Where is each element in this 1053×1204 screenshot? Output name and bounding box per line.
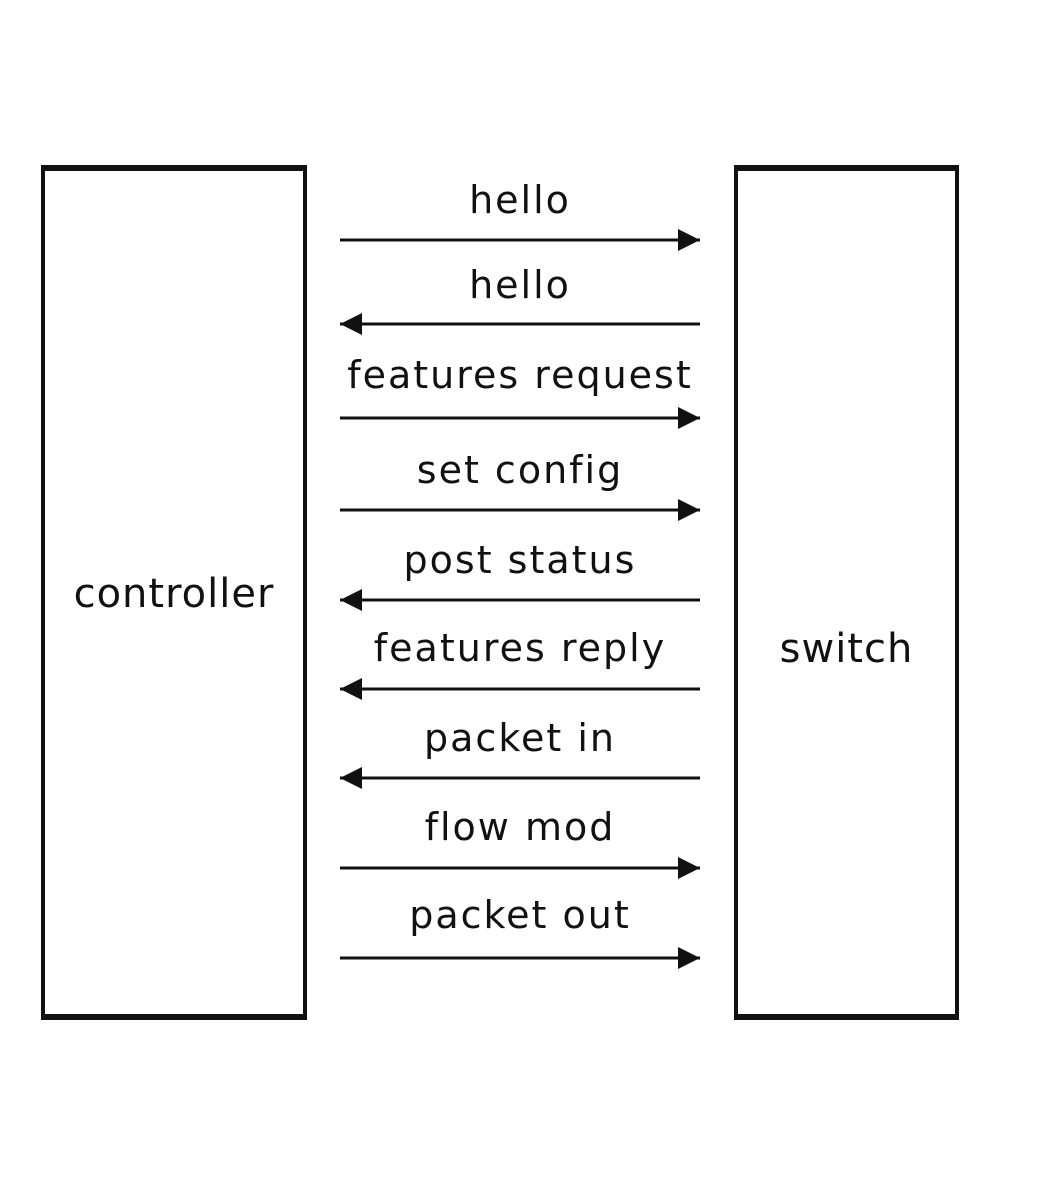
arrow-head [340,313,362,335]
switch-box: switch [734,165,959,1020]
arrow-head [678,407,700,429]
message-label: flow mod [424,805,616,849]
message-label: packet out [409,893,631,937]
message-label: hello [469,178,571,222]
arrow-right-icon [340,857,700,879]
message-label: features request [347,353,693,397]
arrow-head [678,947,700,969]
switch-label: switch [779,625,914,672]
arrow-right-icon [340,499,700,521]
controller-box: controller [41,165,307,1020]
arrow-left-icon [340,313,700,335]
arrow-head [340,767,362,789]
arrow-head [340,589,362,611]
arrow-head [678,499,700,521]
arrow-right-icon [340,229,700,251]
arrow-left-icon [340,678,700,700]
message-label: post status [403,538,637,582]
arrow-right-icon [340,947,700,969]
message-label: packet in [424,716,616,760]
message-label: hello [469,263,571,307]
arrow-right-icon [340,407,700,429]
arrow-head [340,678,362,700]
arrow-head [678,857,700,879]
arrow-head [678,229,700,251]
message-label: features reply [373,626,667,670]
arrow-left-icon [340,767,700,789]
arrow-left-icon [340,589,700,611]
message-label: set config [416,448,624,492]
controller-label: controller [73,570,275,617]
